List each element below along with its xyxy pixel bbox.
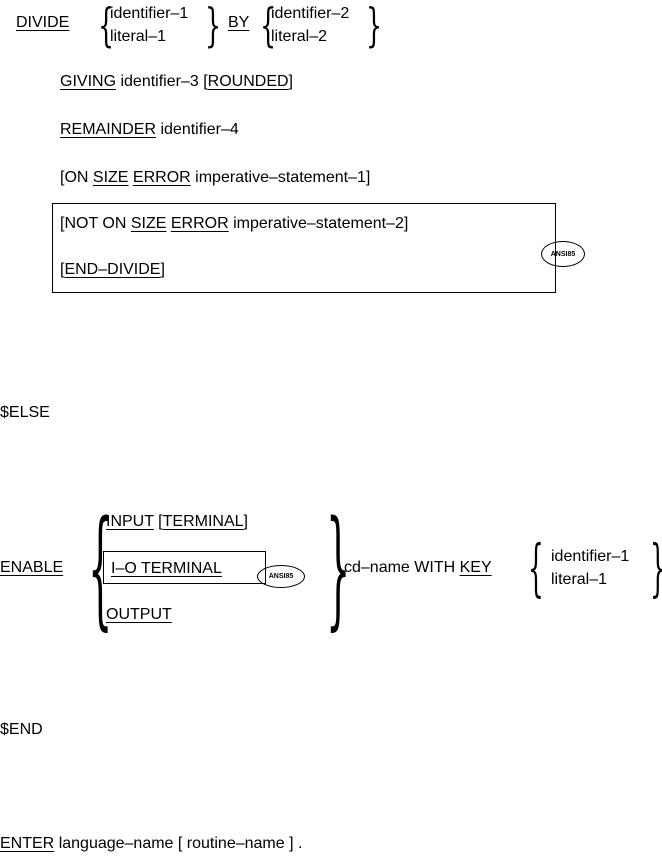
ansi85-badge: ANSI85 <box>541 241 585 267</box>
operand-option: identifier–2 <box>271 5 350 22</box>
end-directive: $END <box>0 721 43 738</box>
size-keyword: SIZE <box>92 169 129 186</box>
output-keyword: OUTPUT <box>106 606 172 623</box>
input-keyword: INPUT <box>106 513 154 530</box>
giving-keyword: GIVING <box>60 73 117 90</box>
not-open: [NOT <box>60 215 98 232</box>
imperative-statement: imperative–statement–2] <box>233 215 409 232</box>
optional-open: [ <box>203 73 208 90</box>
end-divide-keyword: END–DIVIDE <box>64 261 161 278</box>
input-option: INPUT [TERMINAL] <box>106 514 248 530</box>
operand-option: literal–2 <box>271 28 328 45</box>
right-brace: } <box>650 537 662 599</box>
size-keyword: SIZE <box>130 215 167 232</box>
imperative-statement: imperative–statement–1] <box>195 169 371 186</box>
remainder-clause: REMAINDER identifier–4 <box>60 122 239 138</box>
right-brace: } <box>366 0 383 52</box>
key-keyword: KEY <box>459 559 492 576</box>
optional-close: ] <box>160 261 165 278</box>
else-directive: $ELSE <box>0 404 50 421</box>
left-brace: { <box>528 531 544 604</box>
operand-option: literal–1 <box>110 28 167 45</box>
remainder-identifier: identifier–4 <box>160 121 239 138</box>
divide-keyword: DIVIDE <box>16 14 70 31</box>
on-size-error-clause: [ON SIZE ERROR imperative–statement–1] <box>60 170 370 186</box>
optional-close: ] <box>243 513 248 530</box>
enable-keyword: ENABLE <box>0 559 64 576</box>
enter-keyword: ENTER <box>0 835 55 852</box>
operand-option: identifier–1 <box>110 5 189 22</box>
enter-syntax: ENTER language–name [ routine–name ] . <box>0 836 302 852</box>
error-keyword: ERROR <box>132 169 191 186</box>
operand-option: literal–1 <box>551 571 608 588</box>
left-brace: { <box>260 0 277 52</box>
cd-name-clause: cd–name WITH KEY <box>344 560 492 576</box>
ansi85-badge: ANSI85 <box>257 565 305 588</box>
giving-identifier: identifier–3 <box>120 73 199 90</box>
optional-open: [ <box>60 261 65 278</box>
optional-close: ] <box>288 73 293 90</box>
remainder-keyword: REMAINDER <box>60 121 157 138</box>
giving-clause: GIVING identifier–3 [ROUNDED] <box>60 74 293 90</box>
optional-open: [ <box>158 513 163 530</box>
right-brace: } <box>326 494 351 643</box>
on-keyword: ON <box>102 215 127 232</box>
right-brace: } <box>205 0 222 52</box>
by-keyword: BY <box>228 14 250 31</box>
rounded-keyword: ROUNDED <box>207 73 289 90</box>
on-keyword: [ON <box>60 169 89 186</box>
cd-name: cd–name WITH <box>344 559 456 576</box>
terminal-keyword: TERMINAL <box>162 513 244 530</box>
io-terminal-keyword: I–O TERMINAL <box>111 560 222 577</box>
left-brace: { <box>98 0 115 52</box>
error-keyword: ERROR <box>170 215 229 232</box>
operand-option: identifier–1 <box>551 548 630 565</box>
not-on-size-error-clause: [NOT ON SIZE ERROR imperative–statement–… <box>60 216 408 232</box>
end-divide-clause: [END–DIVIDE] <box>60 262 165 278</box>
enter-operands: language–name [ routine–name ] . <box>58 835 303 852</box>
left-brace: { <box>88 494 113 643</box>
